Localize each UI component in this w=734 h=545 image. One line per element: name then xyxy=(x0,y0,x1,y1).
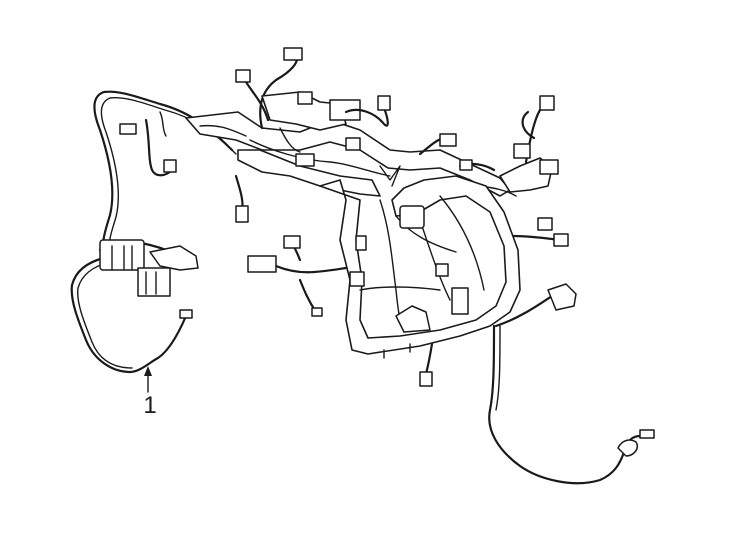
connector-block-lower xyxy=(137,267,171,297)
connector-center-bracket xyxy=(395,305,431,333)
connector-center-3 xyxy=(349,271,365,287)
connector-r-1 xyxy=(537,217,553,231)
connector-ur-3 xyxy=(539,95,555,111)
central-loom xyxy=(319,165,521,355)
connector-top-2 xyxy=(235,69,251,83)
connector-top-6 xyxy=(345,137,361,151)
connector-left-upper xyxy=(119,123,137,135)
upper-right-connectors xyxy=(418,95,559,197)
connector-ml-2 xyxy=(247,255,277,273)
connector-ur-5 xyxy=(539,159,559,175)
connector-center-5 xyxy=(451,287,469,315)
connector-ur-1 xyxy=(439,133,457,147)
terminal-right-end xyxy=(639,429,655,439)
right-connectors xyxy=(494,217,577,328)
connector-center-4 xyxy=(355,235,367,251)
connector-r-2 xyxy=(553,233,569,247)
connector-clip-left xyxy=(149,245,199,271)
connector-top-7 xyxy=(295,153,315,167)
connector-ur-4 xyxy=(513,143,531,159)
main-trunk xyxy=(185,111,511,197)
top-connectors xyxy=(235,47,391,167)
connector-center xyxy=(399,205,425,229)
connector-top-3 xyxy=(297,91,313,105)
right-tail xyxy=(488,324,655,485)
callout-1-leader xyxy=(144,366,152,393)
connector-block-left xyxy=(99,239,145,271)
connector-b-1 xyxy=(419,371,433,387)
terminal-left-end xyxy=(179,309,193,319)
connector-r-3 xyxy=(547,283,577,311)
connector-left-mid xyxy=(163,159,177,173)
connector-top-1 xyxy=(283,47,303,61)
callout-1-label: 1 xyxy=(143,392,157,419)
connector-ur-2 xyxy=(459,159,473,171)
connector-ml-1 xyxy=(235,205,249,223)
connector-top-5 xyxy=(377,95,391,111)
ring-terminal xyxy=(617,439,638,457)
left-branch xyxy=(70,90,237,374)
connector-center-2 xyxy=(435,263,449,277)
connector-ml-3 xyxy=(283,235,301,249)
connector-ml-4 xyxy=(311,307,323,317)
bottom-drops xyxy=(383,342,434,387)
left-connector-cluster xyxy=(99,123,199,319)
mid-left-branch xyxy=(234,174,348,317)
